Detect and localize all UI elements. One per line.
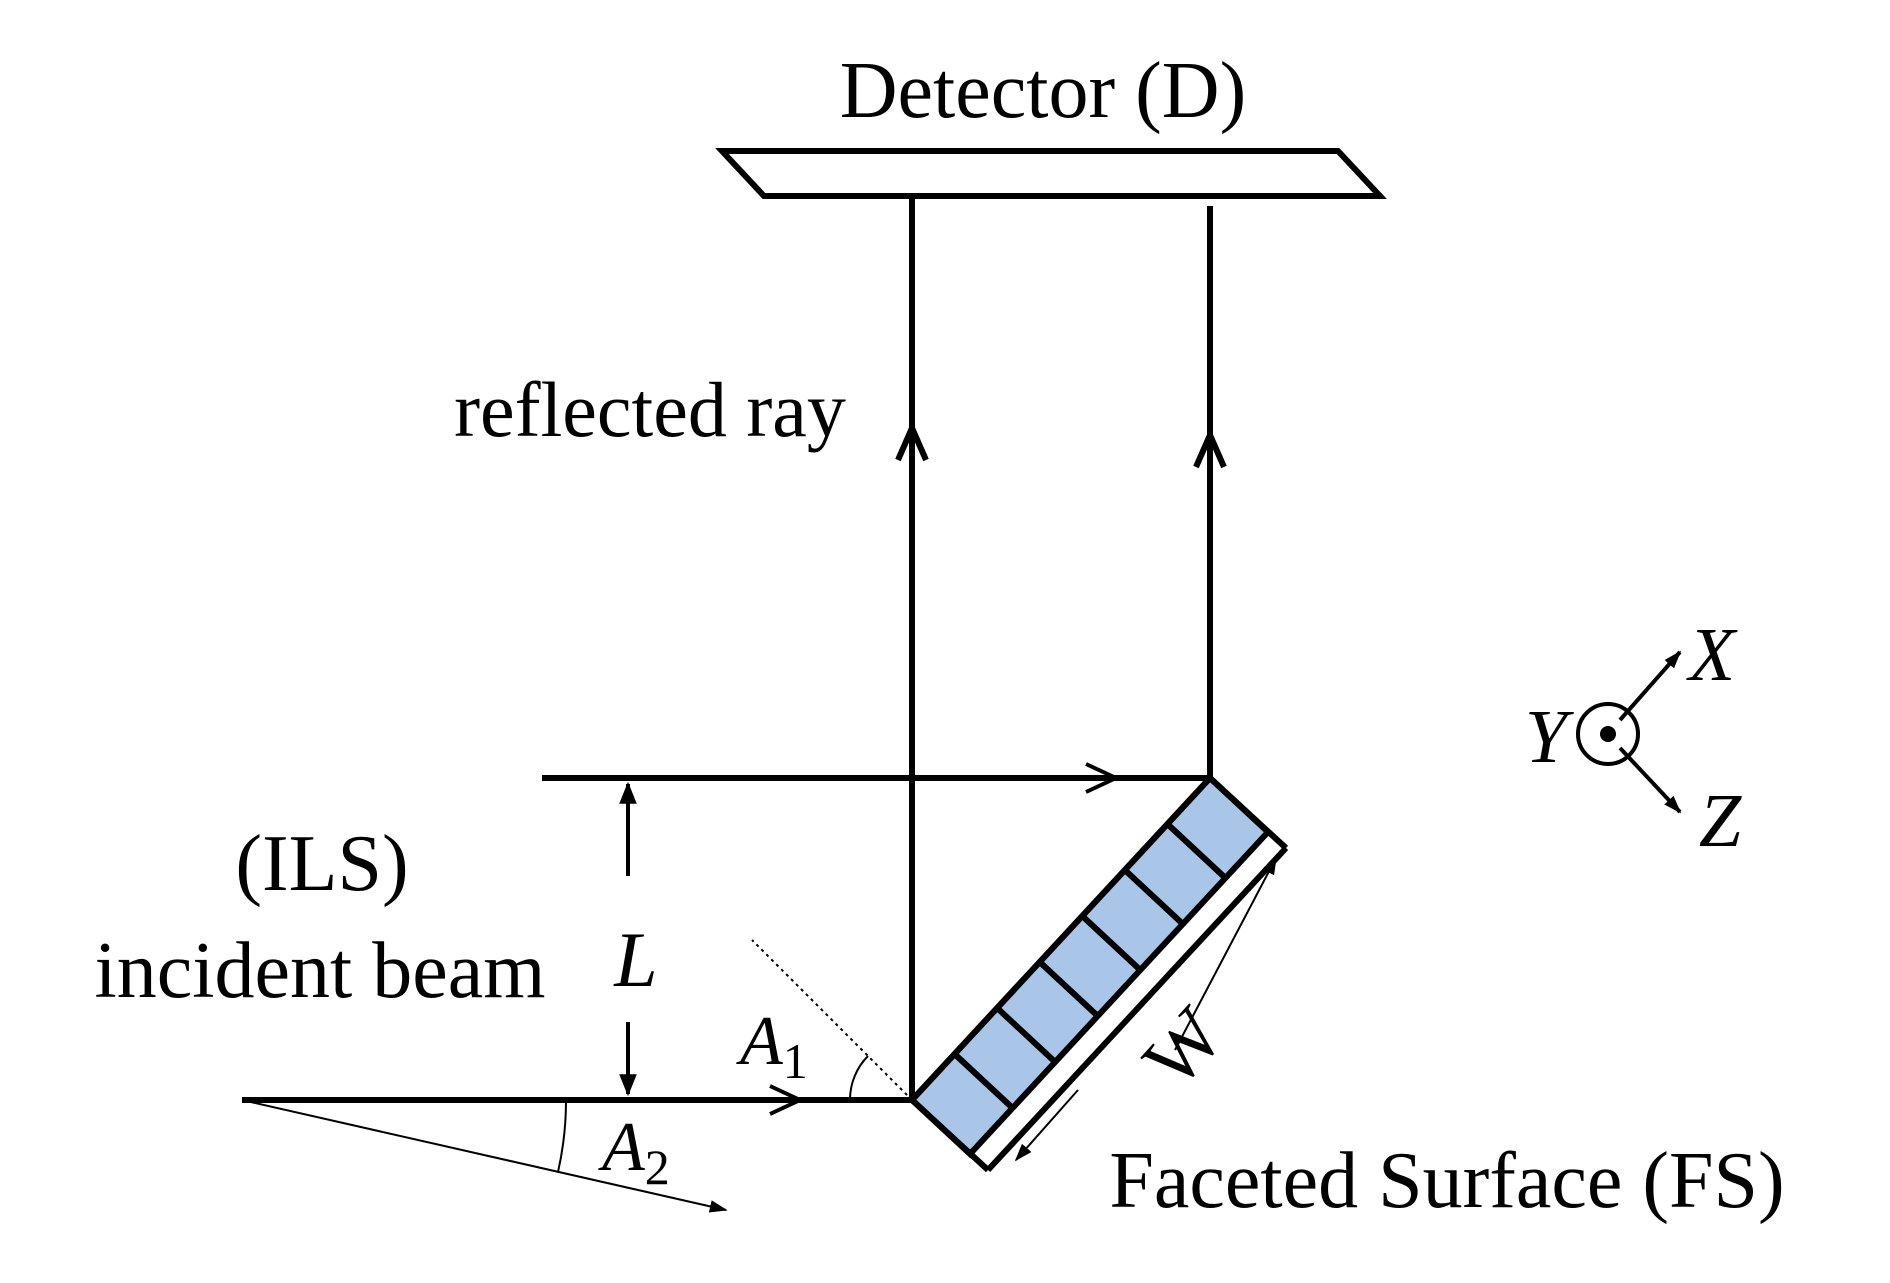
incident-beam-bottom-arrowhead — [769, 1084, 805, 1116]
coordinate-axes: X Y Z — [1525, 613, 1742, 863]
facet-divider — [1165, 821, 1228, 881]
y-axis-circle — [1576, 702, 1640, 766]
faceted-surface-bottom-cap — [909, 1097, 991, 1173]
faceted-surface-back-edge — [985, 845, 1289, 1173]
z-axis-arrow — [1618, 746, 1682, 814]
facet-divider — [1122, 867, 1185, 927]
x-axis-arrow — [1618, 650, 1682, 722]
L-label: L — [613, 916, 657, 1003]
detector-plate — [715, 148, 1387, 199]
W-arrow-down — [1014, 1089, 1079, 1162]
reflected-ray-right-arrowhead — [1193, 427, 1227, 469]
angle-a2-arc — [557, 1099, 568, 1173]
reflected-ray-label: reflected ray — [454, 366, 846, 453]
incident-beam-label: incident beam — [95, 927, 546, 1015]
y-axis-dot — [1600, 726, 1616, 742]
surface-normal-dotted — [751, 939, 913, 1101]
detector-label: Detector (D) — [840, 47, 1246, 135]
angle-a1-label: A1 — [736, 1003, 808, 1089]
faceted-surface — [907, 773, 1289, 1173]
facet-divider — [952, 1051, 1015, 1111]
facet-divider — [995, 1005, 1058, 1065]
facet-dividers — [952, 821, 1228, 1111]
faceted-surface-body — [907, 773, 1273, 1159]
W-label: W — [1126, 990, 1240, 1103]
angle-a2-label: A2 — [598, 1109, 670, 1195]
facet-divider — [1037, 959, 1100, 1019]
W-arrow-up — [1174, 856, 1277, 1051]
ils-label: (ILS) — [235, 820, 408, 908]
reflected-ray-left-arrowhead — [895, 420, 929, 462]
divergent-ray — [241, 1099, 728, 1213]
z-axis-label: Z — [1699, 779, 1742, 863]
x-axis-label: X — [1686, 613, 1738, 697]
angle-a1-arc — [848, 1055, 869, 1101]
facet-divider — [1080, 913, 1143, 973]
faceted-surface-top-cap — [1207, 775, 1289, 851]
incident-beam-top-arrowhead — [1085, 762, 1121, 794]
y-axis-label: Y — [1525, 695, 1575, 779]
faceted-surface-label: Faceted Surface (FS) — [1109, 1137, 1784, 1225]
faceted-surface-front-edge — [909, 775, 1213, 1103]
